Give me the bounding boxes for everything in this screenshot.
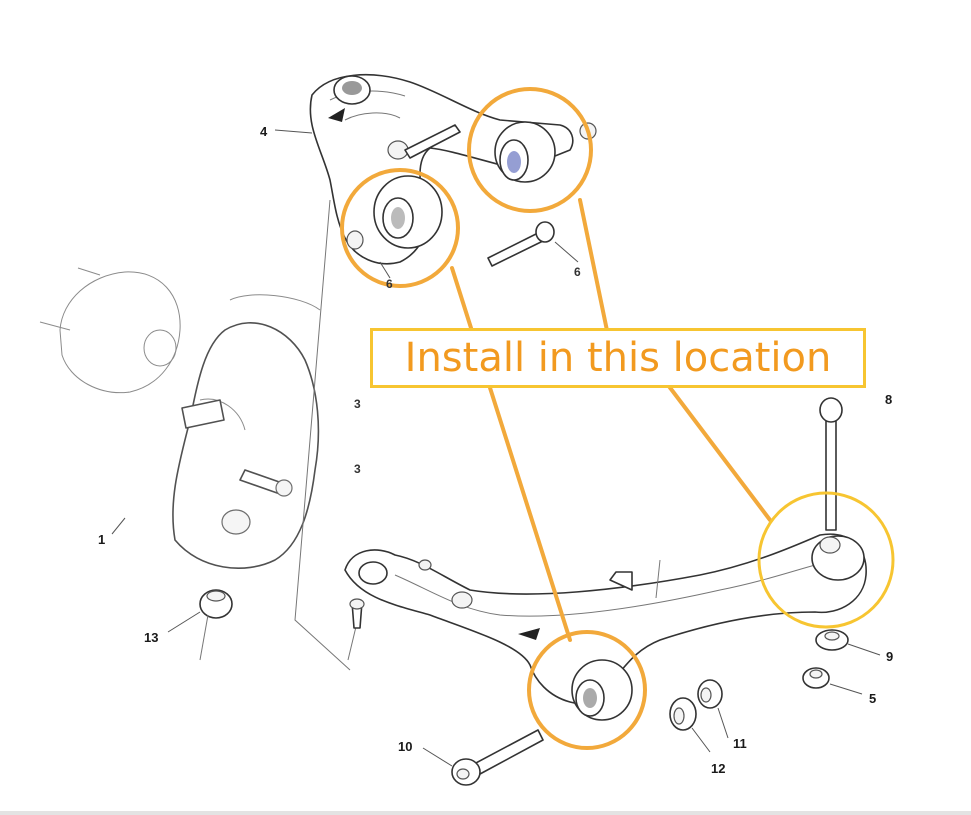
upper-front-bushing: [373, 175, 443, 249]
upper-rear-bushing: [494, 121, 597, 183]
callout-label: Install in this location: [404, 335, 832, 381]
stud-8: [819, 397, 843, 531]
washer-9: [815, 629, 849, 651]
callout-box: Install in this location: [370, 328, 866, 388]
label-part-6-right: 6: [574, 265, 581, 279]
connector-rear-lower: [666, 383, 772, 522]
label-part-8: 8: [885, 392, 892, 407]
label-part-3-lower: 3: [354, 462, 361, 476]
lower-control-arm: [344, 533, 867, 721]
label-part-10: 10: [398, 739, 412, 754]
bushing-12: [669, 697, 697, 731]
part-number-labels: 4 1 13 10 11 12 5 9 8 6 6 3 3: [98, 124, 893, 776]
bolt-10: [451, 729, 544, 786]
label-part-1: 1: [98, 532, 105, 547]
connector-upper-rear: [578, 198, 612, 347]
highlight-ring-lower-front: [527, 630, 647, 750]
highlight-ring-upper-rear: [467, 87, 593, 213]
nut-5: [802, 667, 830, 689]
label-part-5: 5: [869, 691, 876, 706]
bushing-13: [199, 589, 233, 661]
label-part-6-left: 6: [386, 277, 393, 291]
bottom-divider: [0, 811, 971, 815]
label-part-9: 9: [886, 649, 893, 664]
steering-knuckle: [39, 267, 321, 569]
highlight-ring-rear-lower: [757, 491, 895, 629]
label-part-12: 12: [711, 761, 725, 776]
bushing-11: [697, 679, 723, 709]
label-part-4: 4: [260, 124, 268, 139]
label-part-13: 13: [144, 630, 158, 645]
leader-lines: [111, 129, 881, 767]
connector-upper-front: [450, 266, 572, 642]
rear-lower-bushing: [811, 535, 865, 581]
label-part-11: 11: [733, 736, 747, 751]
label-part-3-upper: 3: [354, 397, 361, 411]
highlight-ring-upper-front: [340, 168, 460, 288]
bolt-6: [487, 221, 555, 267]
